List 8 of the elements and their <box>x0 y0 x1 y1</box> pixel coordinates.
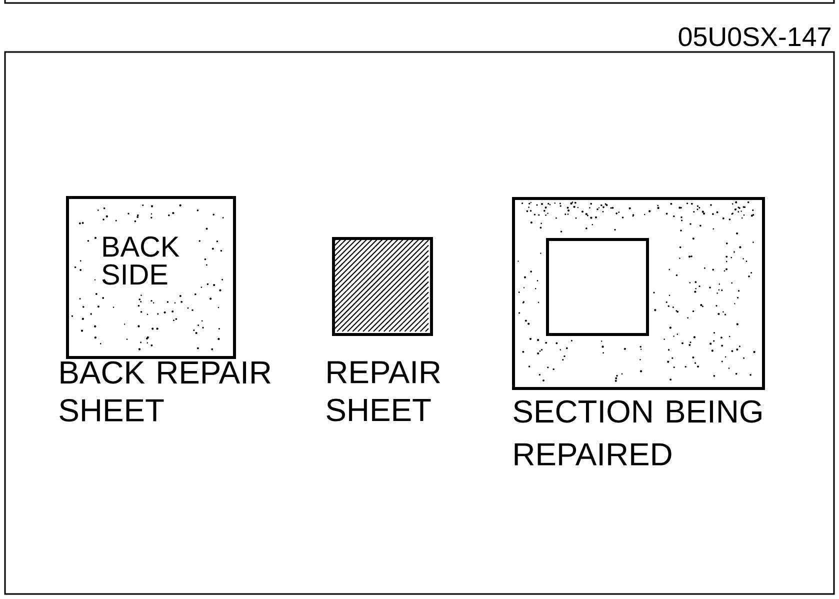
node-label: REPAIR SHEET <box>326 361 440 422</box>
stippled-sheet: BACK SIDE <box>66 196 236 359</box>
figure-code: 05U0SX-147 <box>678 27 830 46</box>
node-label: BACK REPAIR SHEET <box>60 361 271 422</box>
node-label: SECTION BEING REPAIRED <box>514 400 762 466</box>
hatched-square <box>332 237 433 336</box>
stippled-panel <box>512 197 765 390</box>
square-opening <box>546 238 649 336</box>
